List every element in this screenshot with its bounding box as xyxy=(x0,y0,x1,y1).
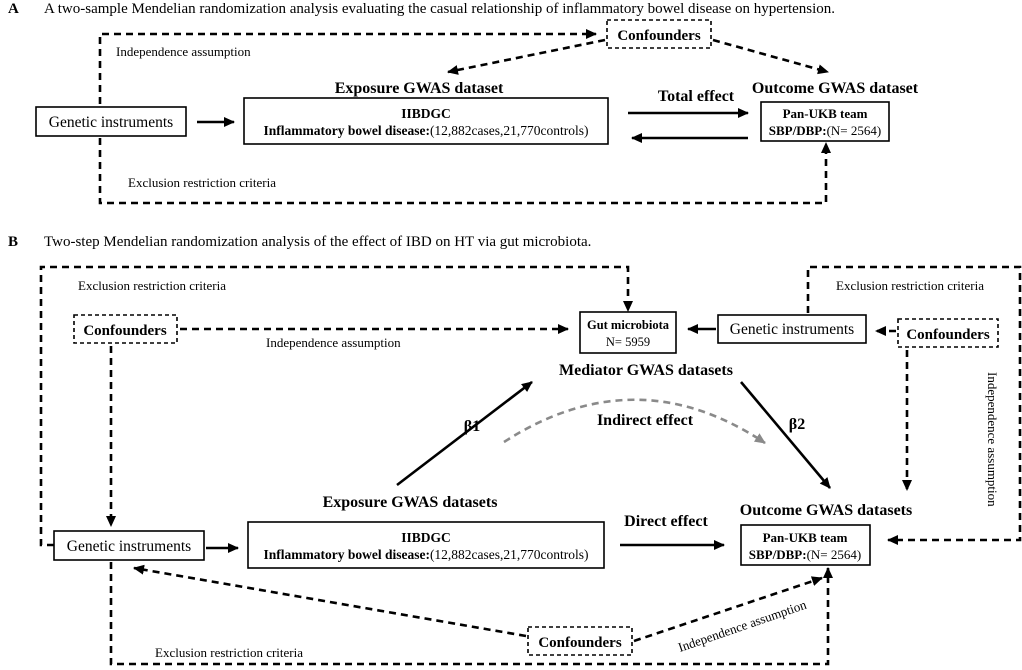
panel-a-title: A two-sample Mendelian randomization ana… xyxy=(44,1,835,17)
mediator-heading: Mediator GWAS datasets xyxy=(559,362,733,379)
confounders-bottom-to-genetic-arrow xyxy=(133,564,527,638)
exclusion-bottom-arrow xyxy=(109,562,833,666)
confounders-to-outcome-arrow-a xyxy=(712,38,829,75)
exposure-line2-rest-a: (12,882cases,21,770controls) xyxy=(430,123,589,138)
exposure-line2-rest-b: (12,882cases,21,770controls) xyxy=(430,547,589,562)
panel-a-letter: A xyxy=(8,1,19,17)
independence-arrow-a xyxy=(98,29,597,104)
beta1-label: β1 xyxy=(464,418,480,435)
exclusion-arrow-a xyxy=(98,138,831,205)
outcome-heading-a: Outcome GWAS dataset xyxy=(752,80,919,97)
confounders-bottom-to-outcome-arrow xyxy=(633,576,823,643)
panel-b-letter: B xyxy=(8,234,18,250)
genetic-instruments-box-left xyxy=(53,530,205,561)
beta2-arrow xyxy=(740,381,831,489)
outcome-line1-a: Pan-UKB team xyxy=(783,106,868,121)
exposure-box-b xyxy=(247,521,605,569)
confounders-box-a xyxy=(606,19,712,49)
confounders-label-left: Confounders xyxy=(83,323,167,339)
confounders-box-right xyxy=(897,318,999,348)
indirect-effect-label: Indirect effect xyxy=(597,412,694,429)
total-effect-label-a: Total effect xyxy=(658,88,735,105)
confounders-box-left xyxy=(73,314,178,344)
genetic-instruments-label-a: Genetic instruments xyxy=(49,114,173,131)
exposure-line2-a: Inflammatory bowel disease:(12,882cases,… xyxy=(263,123,588,138)
outcome-line1-b: Pan-UKB team xyxy=(763,530,848,545)
exclusion-top-right-label: Exclusion restriction criteria xyxy=(836,278,984,293)
independence-left-label: Independence assumption xyxy=(266,335,401,350)
beta2-label: β2 xyxy=(789,416,805,433)
exclusion-top-right-arrow xyxy=(806,265,1022,545)
outcome-box-a xyxy=(760,101,890,142)
exclusion-top-left-arrow xyxy=(39,265,633,547)
confounders-box-bottom xyxy=(527,626,633,656)
exclusion-bottom-label: Exclusion restriction criteria xyxy=(155,645,303,660)
exposure-heading-a: Exposure GWAS dataset xyxy=(335,80,504,97)
outcome-line2-rest-b: (N= 2564) xyxy=(807,547,862,562)
direct-effect-label: Direct effect xyxy=(624,513,708,530)
outcome-line2-bold-b: SBP/DBP: xyxy=(749,547,807,562)
outcome-line2-a: SBP/DBP:(N= 2564) xyxy=(769,123,881,138)
panel-a: A A two-sample Mendelian randomization a… xyxy=(8,1,919,205)
exclusion-top-left-label: Exclusion restriction criteria xyxy=(78,278,226,293)
exposure-line2-bold-b: Inflammatory bowel disease: xyxy=(263,547,429,562)
exposure-line2-bold-a: Inflammatory bowel disease: xyxy=(263,123,429,138)
gut-microbiota-line2: N= 5959 xyxy=(606,335,650,349)
confounders-label-right: Confounders xyxy=(906,327,990,343)
exposure-line2-b: Inflammatory bowel disease:(12,882cases,… xyxy=(263,547,588,562)
panel-b-title: Two-step Mendelian randomization analysi… xyxy=(44,234,591,250)
panel-b: B Two-step Mendelian randomization analy… xyxy=(8,234,1022,666)
genetic-instruments-box-a xyxy=(35,106,187,137)
gut-microbiota-line1: Gut microbiota xyxy=(587,318,670,332)
confounders-label-a: Confounders xyxy=(617,28,701,44)
exposure-line1-a: IIBDGC xyxy=(401,106,451,121)
genetic-instruments-label-right: Genetic instruments xyxy=(730,321,854,338)
beta1-arrow xyxy=(396,380,533,487)
confounders-to-exposure-arrow-a xyxy=(447,38,606,75)
outcome-line2-bold-a: SBP/DBP: xyxy=(769,123,827,138)
indirect-effect-arrow xyxy=(503,398,766,445)
genetic-instruments-box-right xyxy=(717,314,867,344)
outcome-heading-b: Outcome GWAS datasets xyxy=(740,502,912,519)
genetic-instruments-label-left: Genetic instruments xyxy=(67,538,191,555)
independence-right-label: Independence assumption xyxy=(985,372,1000,507)
outcome-line2-rest-a: (N= 2564) xyxy=(827,123,882,138)
outcome-line2-b: SBP/DBP:(N= 2564) xyxy=(749,547,861,562)
exclusion-label-a: Exclusion restriction criteria xyxy=(128,175,276,190)
outcome-box-b xyxy=(740,524,871,566)
gut-microbiota-box xyxy=(579,311,677,354)
exposure-line1-b: IIBDGC xyxy=(401,530,451,545)
independence-label-a: Independence assumption xyxy=(116,44,251,59)
confounders-label-bottom: Confounders xyxy=(538,635,622,651)
exposure-heading-b: Exposure GWAS datasets xyxy=(323,494,498,511)
exposure-box-a xyxy=(243,97,609,145)
